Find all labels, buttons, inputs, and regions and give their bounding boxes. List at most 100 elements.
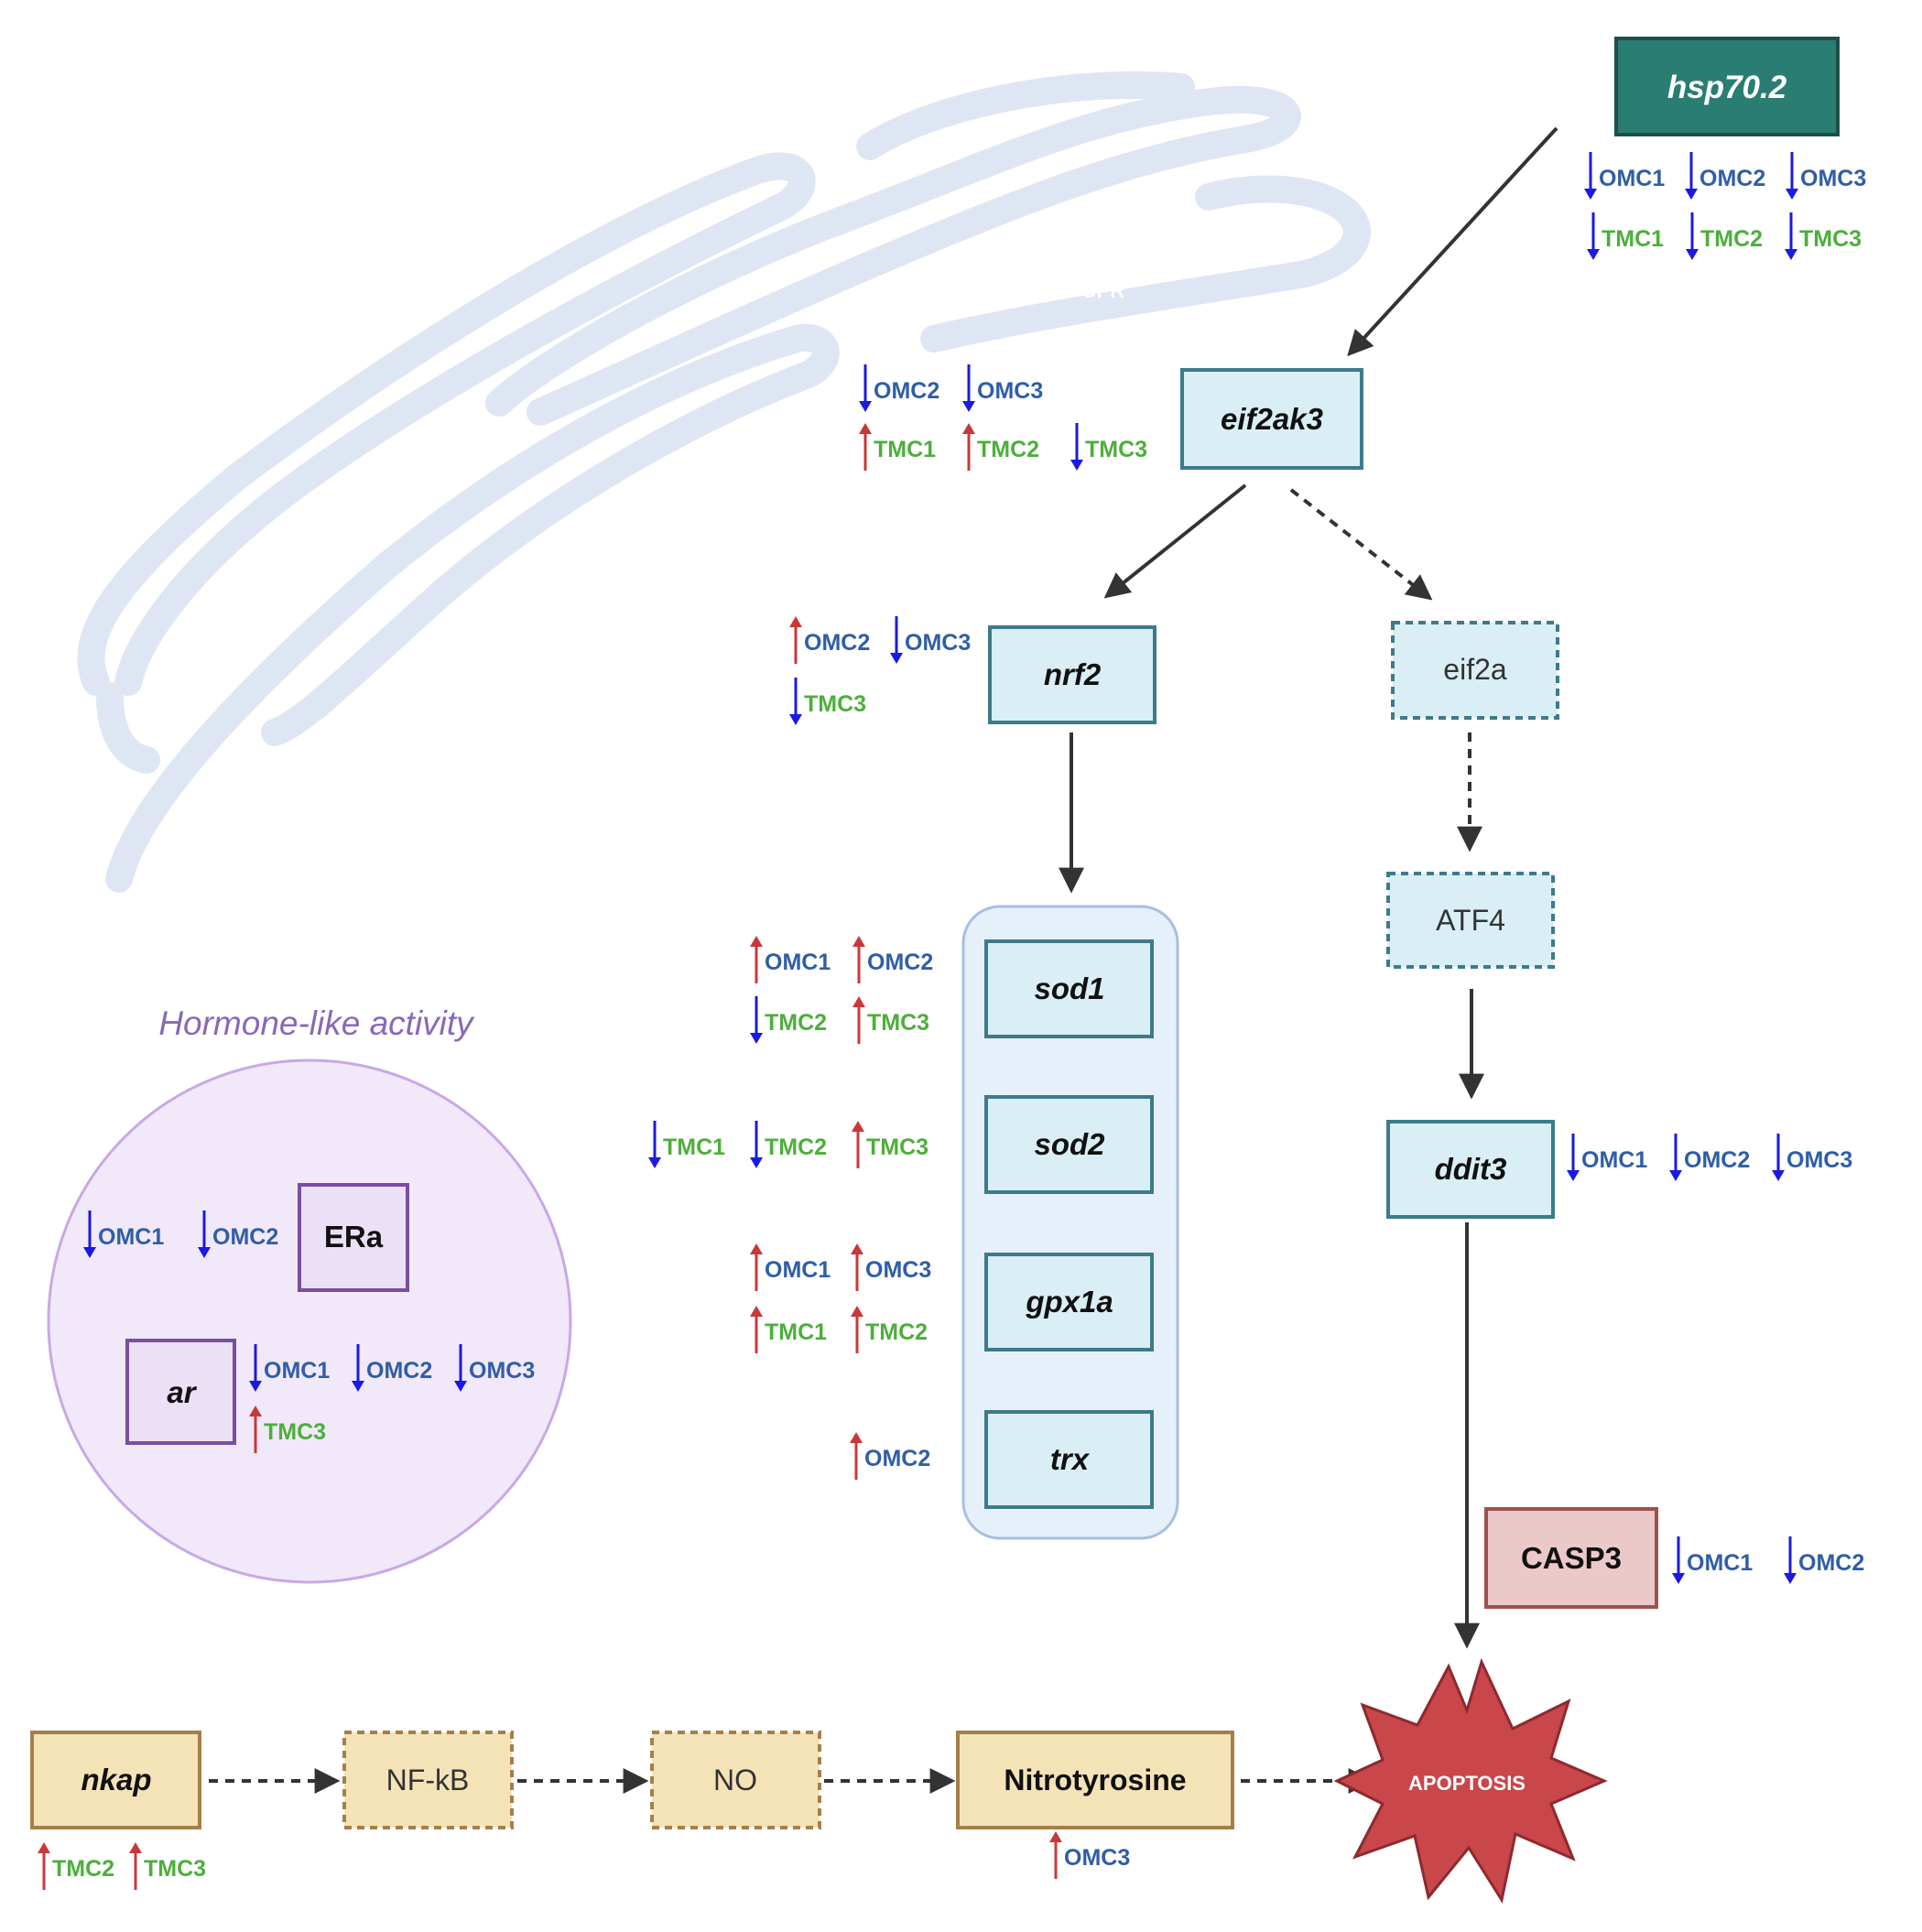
- up-arrow-icon: [850, 1432, 863, 1480]
- down-arrow-icon: [1584, 152, 1597, 200]
- up-arrow-icon: [851, 1243, 863, 1291]
- expression-label: TMC2: [765, 1010, 827, 1036]
- up-arrow-icon: [38, 1842, 50, 1890]
- down-arrow-icon: [750, 996, 763, 1044]
- down-arrow-icon: [1587, 212, 1600, 260]
- expression-label: TMC3: [1085, 437, 1147, 462]
- nfkb-node: [342, 1731, 514, 1829]
- era-label: ERa: [324, 1220, 384, 1254]
- up-arrow-icon: [852, 1121, 864, 1168]
- expression-label: OMC2: [1699, 166, 1765, 191]
- expression-label: TMC1: [874, 437, 936, 462]
- eif2ak3-node: [1180, 368, 1363, 470]
- expression-label: OMC3: [905, 630, 971, 656]
- expression-label: TMC2: [52, 1856, 114, 1882]
- gpx1a-label: gpx1a: [1025, 1285, 1113, 1319]
- down-arrow-icon: [789, 678, 802, 725]
- down-arrow-icon: [83, 1210, 96, 1258]
- expression-label: TMC3: [144, 1856, 206, 1882]
- down-arrow-icon: [1672, 1536, 1685, 1584]
- ar-node: [125, 1339, 236, 1445]
- hormone-like-activity-group: Hormone-like activity ERa ar: [47, 1004, 572, 1584]
- expression-label: OMC3: [865, 1257, 931, 1283]
- expression-label: TMC3: [804, 691, 866, 717]
- expression-label: OMC2: [804, 630, 870, 656]
- gene-nodes: hsp70.2 eif2ak3 nrf2 eif2a ATF4 sod1 sod…: [984, 37, 1840, 1609]
- hsp70-label: hsp70.2: [1667, 70, 1787, 105]
- no-node: [650, 1731, 821, 1829]
- sod2-node: [984, 1095, 1154, 1194]
- down-arrow-icon: [249, 1344, 262, 1392]
- expression-label: OMC1: [264, 1358, 330, 1384]
- casp3-node: [1484, 1507, 1658, 1609]
- hormone-title: Hormone-like activity: [158, 1004, 475, 1042]
- up-arrow-icon: [750, 936, 763, 983]
- hsp70-node: [1614, 37, 1840, 136]
- expression-label: TMC2: [865, 1319, 928, 1345]
- apoptosis-label: APOPTOSIS: [1408, 1772, 1526, 1795]
- expression-label: TMC3: [866, 1134, 928, 1160]
- expression-label: OMC2: [1798, 1550, 1864, 1576]
- expression-label: OMC1: [1599, 166, 1665, 191]
- expression-label: TMC3: [264, 1419, 326, 1445]
- down-arrow-icon: [1785, 212, 1797, 260]
- expression-label: OMC2: [366, 1358, 432, 1384]
- sod1-node: [984, 939, 1154, 1038]
- apoptosis-starburst: [1333, 1657, 1608, 1904]
- eif2a-node: [1391, 621, 1559, 720]
- arrow-hsp70-eif2ak3: [1347, 126, 1558, 357]
- no-label: NO: [713, 1764, 757, 1796]
- down-arrow-icon: [1070, 423, 1083, 471]
- down-arrow-icon: [1685, 152, 1698, 200]
- casp3-label: CASP3: [1521, 1541, 1622, 1575]
- expression-label: OMC1: [1581, 1147, 1647, 1173]
- down-arrow-icon: [198, 1210, 211, 1258]
- up-arrow-icon: [789, 616, 802, 664]
- ddit3-label: ddit3: [1435, 1152, 1507, 1186]
- up-arrow-icon: [750, 1243, 763, 1291]
- down-arrow-icon: [859, 364, 872, 412]
- down-arrow-icon: [750, 1121, 763, 1168]
- down-arrow-icon: [1567, 1134, 1580, 1181]
- up-arrow-icon: [859, 423, 872, 471]
- nitrotyrosine-label: Nitrotyrosine: [1004, 1764, 1186, 1796]
- up-arrow-icon: [750, 1306, 763, 1353]
- er-label: UPR: [1082, 279, 1125, 302]
- nfkb-label: NF-kB: [386, 1764, 470, 1796]
- up-arrow-icon: [852, 996, 865, 1044]
- nkap-label: nkap: [81, 1763, 151, 1796]
- eif2ak3-label: eif2ak3: [1221, 402, 1323, 436]
- trx-node: [984, 1410, 1154, 1509]
- expression-label: OMC1: [1687, 1550, 1753, 1576]
- down-arrow-icon: [352, 1344, 364, 1392]
- expression-label: OMC2: [1684, 1147, 1750, 1173]
- endoplasmic-reticulum: [77, 71, 1371, 893]
- expression-label: OMC2: [212, 1224, 278, 1250]
- antioxidant-container: [961, 905, 1179, 1540]
- expression-label: OMC3: [977, 378, 1043, 404]
- up-arrow-icon: [129, 1842, 142, 1890]
- expression-label: OMC1: [98, 1224, 164, 1250]
- down-arrow-icon: [1772, 1134, 1785, 1181]
- expression-label: OMC1: [765, 950, 831, 975]
- up-arrow-icon: [1049, 1831, 1062, 1879]
- expression-label: TMC1: [765, 1319, 827, 1345]
- expression-label: TMC2: [765, 1134, 827, 1160]
- down-arrow-icon: [1786, 152, 1798, 200]
- expression-label: TMC1: [663, 1134, 725, 1160]
- eif2a-label: eif2a: [1443, 653, 1507, 686]
- expression-label: TMC3: [867, 1010, 929, 1036]
- up-arrow-icon: [851, 1306, 863, 1353]
- trx-label: trx: [1050, 1442, 1091, 1476]
- expression-label: OMC2: [867, 950, 933, 975]
- nkap-node: [30, 1731, 201, 1829]
- nrf2-label: nrf2: [1044, 657, 1102, 691]
- gpx1a-node: [984, 1253, 1154, 1351]
- down-arrow-icon: [1686, 212, 1699, 260]
- apoptosis-node: APOPTOSIS: [1333, 1657, 1608, 1904]
- atf4-label: ATF4: [1436, 904, 1505, 937]
- up-arrow-icon: [962, 423, 975, 471]
- up-arrow-icon: [249, 1406, 262, 1453]
- arrow-eif2ak3-nrf2: [1103, 483, 1247, 599]
